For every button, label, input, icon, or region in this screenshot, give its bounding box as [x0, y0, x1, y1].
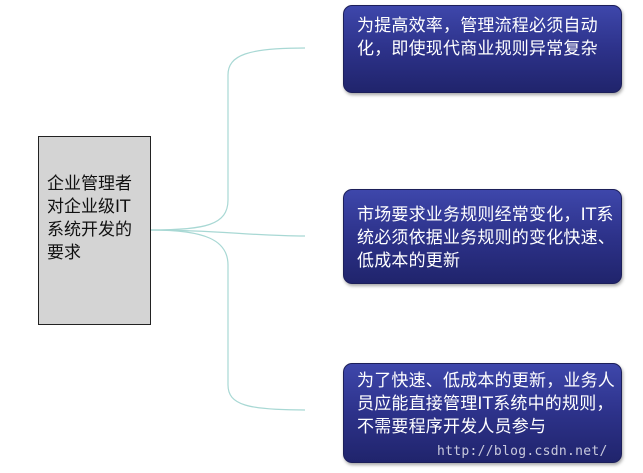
watermark: http://blog.csdn.net/ — [437, 444, 608, 459]
branch-node-1: 为提高效率，管理流程必须自动化，即使现代商业规则异常复杂 — [343, 5, 622, 93]
branch-node-2: 市场要求业务规则经常变化，IT系统必须依据业务规则的变化快速、低成本的更新 — [343, 189, 622, 284]
root-node-label: 企业管理者对企业级IT系统开发的要求 — [47, 174, 132, 263]
connector-line — [150, 229, 306, 411]
branch-node-label: 为了快速、低成本的更新，业务人员应能直接管理IT系统中的规则，不需要程序开发人员… — [357, 371, 615, 437]
branch-node-label: 市场要求业务规则经常变化，IT系统必须依据业务规则的变化快速、低成本的更新 — [357, 205, 615, 271]
connector-line — [150, 47, 306, 231]
branch-node-3: 为了快速、低成本的更新，业务人员应能直接管理IT系统中的规则，不需要程序开发人员… — [343, 363, 622, 463]
root-node: 企业管理者对企业级IT系统开发的要求 — [38, 136, 151, 325]
branch-node-label: 为提高效率，管理流程必须自动化，即使现代商业规则异常复杂 — [357, 16, 598, 59]
